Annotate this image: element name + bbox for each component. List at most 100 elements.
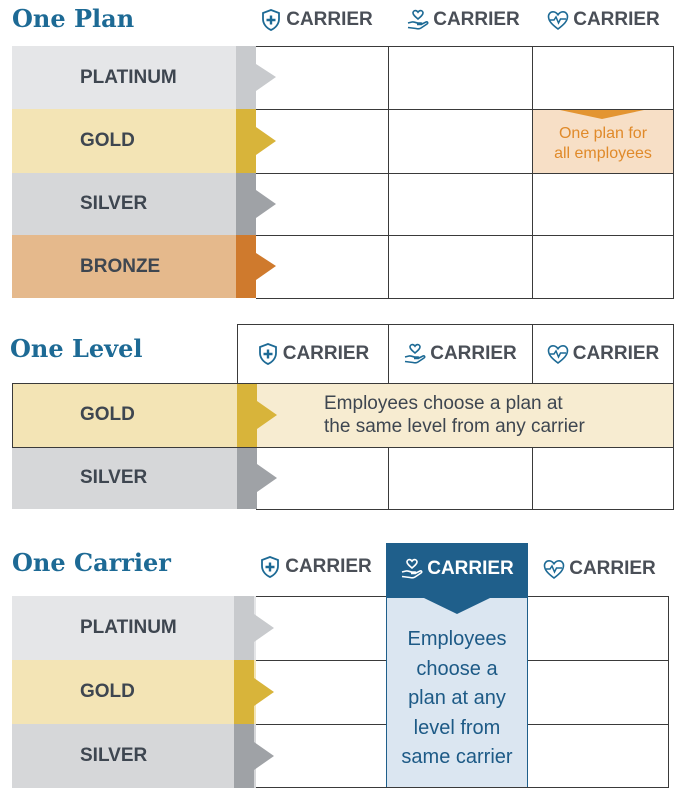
grid-line [256, 298, 673, 299]
level-row-silver: SILVER [12, 724, 256, 788]
level-row-gold: GOLD [12, 660, 256, 724]
grid-line [256, 509, 673, 510]
carrier-label: CARRIER [282, 342, 370, 364]
chevron-gold [237, 383, 277, 447]
one-level-title: One Level [10, 334, 143, 363]
grid-line [388, 324, 389, 383]
hand-heart-icon [402, 558, 423, 579]
level-row-bronze: BRONZE [12, 235, 256, 298]
chevron-platinum [236, 46, 276, 109]
carrier-header-2: CARRIER [388, 324, 532, 383]
one-carrier-note-line: Employees [407, 628, 507, 650]
carrier-header-1: CARRIER [237, 324, 388, 383]
carrier-header-2-highlighted: CARRIER [386, 554, 528, 584]
chevron-bronze [236, 235, 276, 298]
one-plan-title: One Plan [12, 4, 135, 33]
grid-line [532, 324, 533, 383]
grid-line [256, 787, 668, 788]
chevron-gold [234, 660, 274, 724]
grid-line [12, 447, 673, 448]
grid-line [528, 724, 668, 725]
one-level-note: Employees choose a plan at the same leve… [290, 392, 670, 438]
hand-heart-icon [408, 9, 429, 30]
one-level-note-line: Employees choose a plan at [324, 393, 563, 414]
grid-line [256, 724, 386, 725]
level-label-platinum: PLATINUM [80, 617, 177, 638]
one-carrier-note-line: choose a [416, 657, 498, 680]
shield-cross-icon [262, 9, 281, 31]
carrier-label: CARRIER [285, 556, 372, 577]
grid-line [668, 596, 669, 788]
level-row-silver: SILVER [12, 447, 256, 509]
grid-line [673, 46, 674, 299]
grid-line [388, 447, 389, 509]
one-carrier-header-pointer [386, 594, 528, 614]
grid-line [532, 46, 533, 299]
level-label-platinum: PLATINUM [80, 66, 177, 88]
one-carrier-note: Employees choose a plan at any level fro… [386, 625, 528, 773]
carrier-label: CARRIER [433, 9, 520, 30]
carrier-label: CARRIER [430, 342, 517, 364]
heart-pulse-icon [543, 559, 565, 580]
grid-line [256, 596, 386, 597]
level-row-platinum: PLATINUM [12, 596, 256, 660]
one-plan-note: One plan for all employees [533, 124, 673, 164]
carrier-label: CARRIER [427, 558, 514, 579]
grid-line [256, 660, 386, 661]
carrier-label: CARRIER [572, 342, 660, 364]
level-label-gold: GOLD [80, 681, 135, 702]
level-label-silver: SILVER [80, 193, 148, 214]
chevron-gold [236, 109, 276, 173]
grid-line [256, 235, 673, 236]
one-plan-note-line: all employees [554, 145, 652, 162]
carrier-label: CARRIER [286, 9, 373, 30]
carrier-header-1: CARRIER [246, 552, 384, 582]
carrier-header-1: CARRIER [246, 5, 386, 35]
one-carrier-note-line: level from [413, 716, 501, 739]
level-row-platinum: PLATINUM [12, 46, 256, 109]
one-carrier-header-band [386, 543, 528, 595]
one-plan-note-cell [533, 110, 673, 173]
one-plan-note-pointer [560, 110, 644, 119]
chevron-platinum [234, 596, 274, 660]
chevron-silver [234, 724, 274, 788]
carrier-header-3: CARRIER [534, 5, 672, 35]
chevron-silver [236, 173, 276, 235]
grid-line [12, 383, 13, 447]
level-label-silver: SILVER [80, 745, 148, 766]
hand-heart-icon [405, 343, 426, 364]
grid-line [256, 109, 673, 110]
level-row-silver: SILVER [12, 173, 256, 235]
one-carrier-title: One Carrier [12, 548, 171, 577]
carrier-header-2: CARRIER [394, 5, 532, 35]
carrier-header-3: CARRIER [530, 554, 668, 584]
grid-line [532, 447, 533, 509]
one-level-note-line: the same level from any carrier [324, 416, 585, 437]
carrier-header-3: CARRIER [532, 324, 673, 383]
chevron-silver [237, 447, 277, 509]
carrier-label: CARRIER [569, 558, 656, 579]
one-carrier-note-line: plan at any [408, 687, 506, 709]
level-label-silver: SILVER [80, 467, 148, 488]
carrier-label: CARRIER [573, 9, 660, 30]
level-label-bronze: BRONZE [80, 255, 161, 277]
shield-cross-icon [258, 342, 277, 365]
grid-line [528, 660, 668, 661]
grid-line [12, 383, 673, 384]
grid-line [237, 324, 673, 325]
heart-pulse-icon [547, 10, 569, 31]
grid-line [528, 596, 668, 597]
one-carrier-note-line: same carrier [401, 746, 513, 768]
level-row-gold: GOLD [12, 109, 256, 173]
grid-line [673, 324, 674, 510]
one-plan-note-line: One plan for [558, 125, 648, 142]
level-label-gold: GOLD [80, 130, 135, 151]
level-label-gold: GOLD [80, 404, 135, 425]
shield-cross-icon [261, 556, 280, 578]
grid-line [237, 324, 238, 383]
level-row-gold: GOLD [12, 383, 237, 447]
grid-line [388, 46, 389, 299]
grid-line [256, 46, 673, 47]
heart-pulse-icon [547, 344, 569, 364]
grid-line [256, 173, 673, 174]
